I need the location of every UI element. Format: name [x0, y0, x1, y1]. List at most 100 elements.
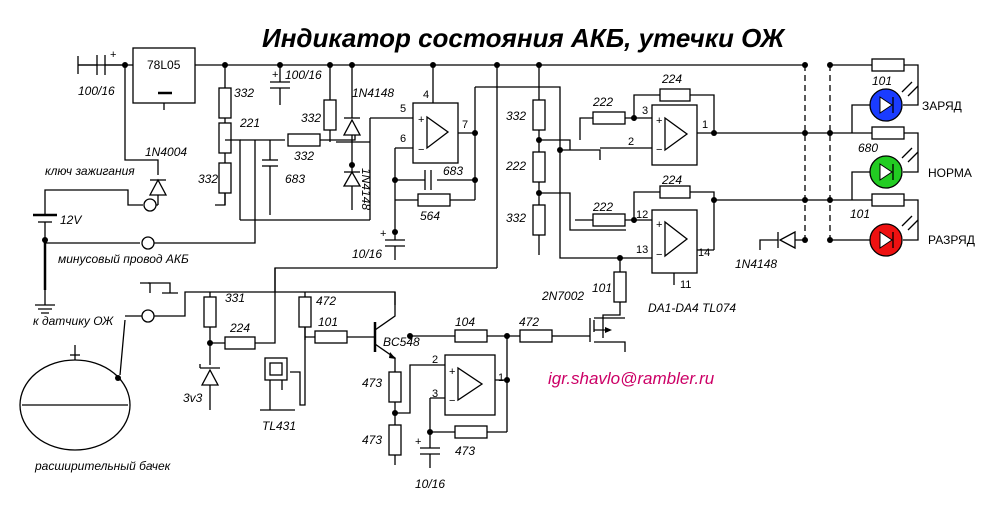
feedback-network: 683 564: [394, 86, 561, 223]
svg-text:10/16: 10/16: [415, 477, 445, 491]
svg-text:−: −: [656, 249, 662, 261]
top-cap-100-16: + 100/16: [270, 65, 322, 105]
input-capacitor: + 100/16: [77, 49, 125, 98]
svg-text:104: 104: [455, 315, 475, 329]
opamp-da2: 222 224 + − 3 2 1: [579, 72, 830, 166]
diode-1n4148-c: 1N4148: [735, 230, 805, 271]
svg-text:12V: 12V: [60, 213, 82, 227]
svg-text:2: 2: [432, 354, 438, 366]
svg-text:100/16: 100/16: [78, 84, 115, 98]
junction: [472, 130, 478, 136]
svg-text:1N4148: 1N4148: [352, 86, 394, 100]
junction: [802, 62, 808, 68]
svg-text:+: +: [656, 219, 662, 231]
schematic-title: Индикатор состояния АКБ, утечки ОЖ: [262, 23, 786, 53]
battery-12v: 12V: [33, 205, 82, 314]
svg-text:4: 4: [423, 89, 429, 101]
junction: [504, 333, 510, 339]
svg-text:+: +: [418, 114, 424, 126]
svg-text:DA1-DA4 TL074: DA1-DA4 TL074: [648, 301, 736, 315]
junction: [392, 410, 398, 416]
svg-text:НОРМА: НОРМА: [928, 166, 972, 180]
svg-text:473: 473: [455, 444, 475, 458]
svg-text:683: 683: [443, 164, 463, 178]
wire-1n4004: [124, 65, 159, 205]
svg-text:222: 222: [592, 200, 613, 214]
svg-text:+: +: [272, 69, 278, 81]
minus-wire-terminal: минусовый провод АКБ: [45, 140, 256, 293]
svg-text:+: +: [656, 115, 662, 127]
svg-text:222: 222: [505, 159, 526, 173]
svg-text:12: 12: [636, 209, 648, 221]
led-charge: 101 ЗАРЯД: [830, 58, 962, 133]
svg-text:1N4004: 1N4004: [145, 145, 187, 159]
svg-text:100/16: 100/16: [285, 68, 322, 82]
svg-text:1: 1: [498, 372, 504, 384]
svg-text:221: 221: [239, 116, 260, 130]
mosfet-2n7002: 101 2N7002: [541, 258, 627, 352]
svg-text:1N4148: 1N4148: [735, 257, 777, 271]
cap-10-16-mid: + 10/16: [352, 200, 405, 261]
svg-text:7: 7: [462, 119, 468, 131]
coolant-sensor-terminal: к датчику ОЖ: [33, 267, 497, 376]
svg-text:331: 331: [225, 291, 245, 305]
svg-text:224: 224: [661, 173, 682, 187]
junction: [631, 217, 637, 223]
junction: [711, 197, 717, 203]
svg-text:6: 6: [400, 133, 406, 145]
svg-text:+: +: [380, 228, 386, 240]
svg-text:222: 222: [592, 95, 613, 109]
junction: [557, 147, 563, 153]
expansion-tank: расширительный бачек: [19, 345, 172, 473]
svg-text:224: 224: [229, 321, 250, 335]
svg-text:332: 332: [234, 86, 254, 100]
svg-text:101: 101: [850, 207, 870, 221]
svg-text:BC548: BC548: [383, 335, 420, 349]
resistor-divider-bottom: 473 473: [362, 364, 445, 465]
lower-left-network: 331 224 3v3: [183, 268, 276, 410]
opamp-da1: + − 4 5 6 7: [336, 65, 475, 220]
junction: [536, 62, 542, 68]
svg-text:101: 101: [872, 74, 892, 88]
svg-text:3v3: 3v3: [183, 391, 203, 405]
svg-text:1: 1: [702, 119, 708, 131]
junction: [222, 62, 228, 68]
junction: [392, 177, 398, 183]
resistor-divider-left: 332 221 332: [198, 65, 260, 220]
svg-text:РАЗРЯД: РАЗРЯД: [928, 233, 975, 247]
junction: [42, 237, 48, 243]
resistor-332-vertical: 332: [301, 65, 337, 142]
cap-10-16-bottom: + 10/16: [415, 432, 445, 491]
svg-text:680: 680: [858, 141, 878, 155]
led-norm: 680 НОРМА: [830, 126, 972, 200]
svg-text:расширительный бачек: расширительный бачек: [34, 459, 172, 473]
diode-1n4148-top: 1N4148: [342, 65, 394, 165]
svg-text:ЗАРЯД: ЗАРЯД: [922, 99, 962, 113]
svg-text:332: 332: [301, 111, 321, 125]
svg-text:332: 332: [506, 211, 526, 225]
svg-text:564: 564: [420, 209, 440, 223]
tl431: TL431: [260, 325, 306, 433]
svg-text:−: −: [656, 144, 662, 156]
transistor-bc548: 101 BC548: [305, 292, 420, 372]
svg-text:473: 473: [362, 433, 382, 447]
svg-text:−: −: [418, 144, 424, 156]
svg-text:101: 101: [318, 315, 338, 329]
svg-text:11: 11: [680, 279, 691, 291]
svg-text:332: 332: [294, 149, 314, 163]
svg-text:101: 101: [592, 281, 612, 295]
svg-text:к датчику ОЖ: к датчику ОЖ: [33, 314, 114, 328]
svg-text:13: 13: [636, 244, 648, 256]
author-email: igr.shavlo@rambler.ru: [548, 369, 715, 388]
svg-text:2N7002: 2N7002: [541, 289, 584, 303]
junction: [407, 333, 413, 339]
junction: [494, 62, 500, 68]
svg-text:3: 3: [642, 105, 648, 117]
svg-text:473: 473: [362, 376, 382, 390]
svg-text:224: 224: [661, 72, 682, 86]
svg-text:−: −: [449, 395, 455, 407]
junction: [536, 137, 542, 143]
svg-text:332: 332: [198, 172, 218, 186]
diode-1n4004: 1N4004: [145, 145, 187, 196]
